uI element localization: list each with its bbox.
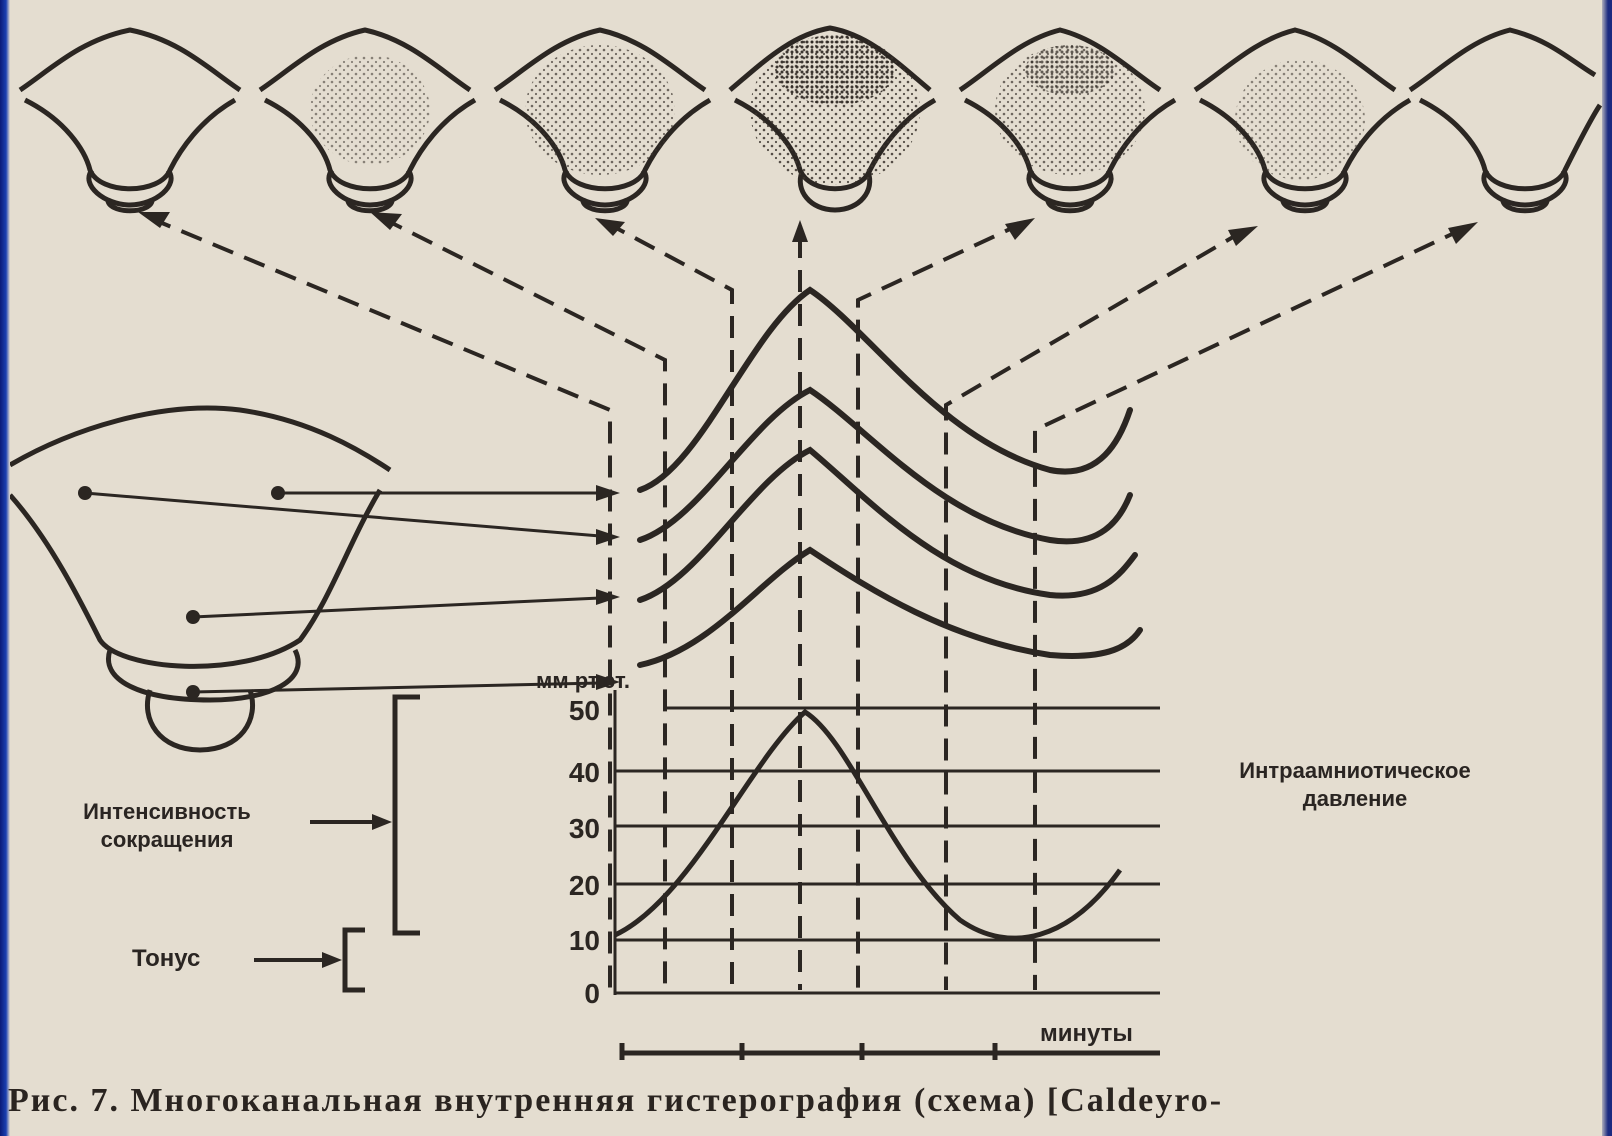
y-tick-20: 20 bbox=[540, 870, 600, 902]
intrauterine-pressure-label: Интраамниотическое давление bbox=[1190, 757, 1520, 813]
tonus-bracket bbox=[345, 930, 365, 990]
intensity-bracket bbox=[395, 697, 420, 933]
hysterography-diagram bbox=[10, 0, 1602, 1136]
electrode-arrows bbox=[596, 485, 620, 690]
y-tick-40: 40 bbox=[540, 757, 600, 789]
y-unit-label: мм рт.ст. bbox=[480, 668, 630, 694]
channel-curves bbox=[640, 290, 1140, 665]
scanned-figure: 50 40 30 20 10 0 мм рт.ст. минуты Интенс… bbox=[10, 0, 1602, 1136]
uterus-stippling bbox=[310, 35, 1365, 185]
large-uterus bbox=[10, 408, 390, 750]
y-tick-50: 50 bbox=[540, 695, 600, 727]
figure-caption: Рис. 7. Многоканальная внутренняя гистер… bbox=[0, 1082, 1612, 1136]
connector-arrowheads bbox=[138, 212, 1478, 246]
y-tick-0: 0 bbox=[540, 978, 600, 1010]
y-tick-30: 30 bbox=[540, 813, 600, 845]
pressure-grid bbox=[615, 690, 1160, 995]
uterus-stage-1 bbox=[20, 30, 240, 211]
dashed-connectors bbox=[150, 218, 1465, 990]
uterus-stage-7 bbox=[1410, 30, 1600, 211]
y-tick-10: 10 bbox=[540, 925, 600, 957]
x-axis-label: минуты bbox=[1040, 1020, 1133, 1048]
intensity-label: Интенсивность сокращения bbox=[22, 798, 312, 854]
tonus-label: Тонус bbox=[132, 945, 200, 973]
